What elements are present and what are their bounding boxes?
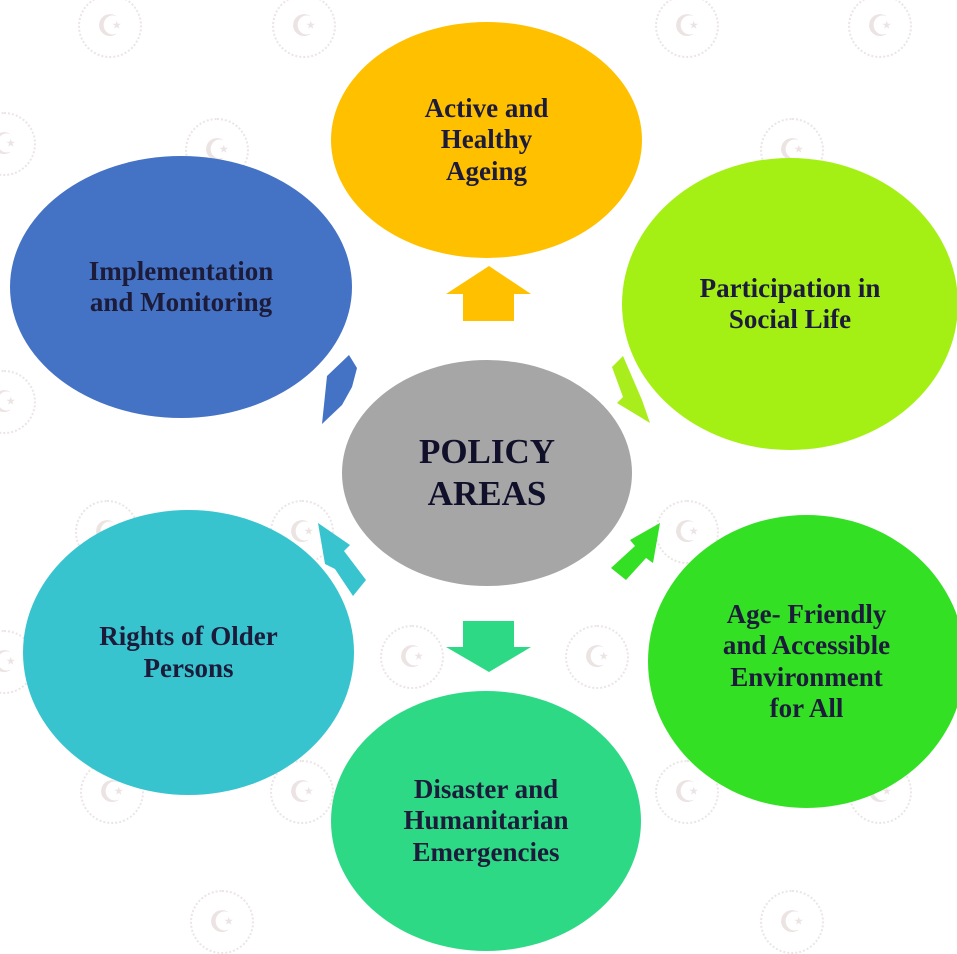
arrow-down (446, 621, 531, 672)
emblem-watermark-icon: ☪ (380, 625, 444, 689)
emblem-watermark-icon: ☪ (78, 0, 142, 58)
arrow-upper-right (612, 356, 650, 423)
policy-area-age-friendly-environment: Age- Friendly and Accessible Environment… (648, 515, 957, 808)
emblem-watermark-icon: ☪ (655, 0, 719, 58)
arrow-lower-right (611, 523, 660, 580)
arrow-up (446, 266, 531, 321)
center-label: POLICY AREAS (418, 432, 556, 513)
policy-area-label: Active and Healthy Ageing (424, 93, 549, 186)
policy-area-implementation-monitoring: Implementation and Monitoring (10, 156, 352, 418)
policy-area-label: Implementation and Monitoring (88, 255, 274, 317)
policy-area-disaster-emergencies: Disaster and Humanitarian Emergencies (331, 691, 641, 951)
policy-area-active-healthy-ageing: Active and Healthy Ageing (331, 22, 642, 258)
policy-area-label: Rights of Older Persons (99, 621, 278, 683)
policy-areas-center: POLICY AREAS (342, 360, 632, 586)
policy-area-label: Participation in Social Life (699, 272, 881, 334)
emblem-watermark-icon: ☪ (655, 760, 719, 824)
arrow-upper-left (322, 355, 357, 424)
policy-area-label: Age- Friendly and Accessible Environment… (722, 598, 891, 723)
emblem-watermark-icon: ☪ (270, 760, 334, 824)
arrow-lower-left (318, 523, 366, 596)
emblem-watermark-icon: ☪ (565, 625, 629, 689)
emblem-watermark-icon: ☪ (272, 0, 336, 58)
policy-area-label: Disaster and Humanitarian Emergencies (403, 774, 569, 867)
emblem-watermark-icon: ☪ (848, 0, 912, 58)
policy-area-participation-social-life: Participation in Social Life (622, 158, 957, 450)
policy-area-rights-older-persons: Rights of Older Persons (23, 510, 354, 795)
